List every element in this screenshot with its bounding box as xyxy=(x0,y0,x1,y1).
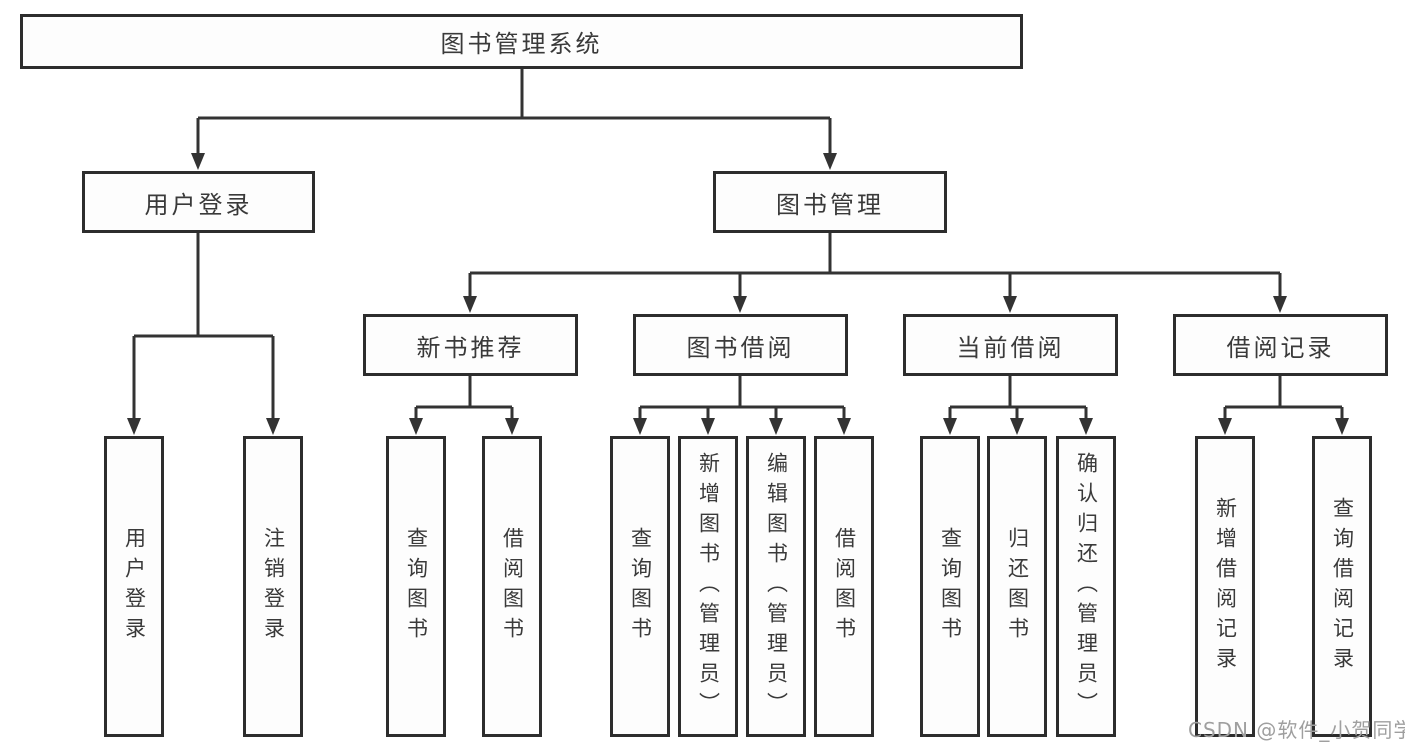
node-borrow-records-label: 借阅记录 xyxy=(1226,333,1335,362)
node-user-login-label: 用户登录 xyxy=(144,190,253,219)
node-leaf-borrow-books-2-label: 借阅图书 xyxy=(832,526,857,647)
node-leaf-query-books-1-label: 查询图书 xyxy=(404,526,429,647)
node-root: 图书管理系统 xyxy=(20,14,1023,69)
node-leaf-query-books-2-label: 查询图书 xyxy=(628,526,653,647)
csdn-watermark: CSDN @软件_小贺同学 xyxy=(1188,718,1405,742)
node-book-borrow: 图书借阅 xyxy=(633,314,848,376)
node-leaf-query-books-1: 查询图书 xyxy=(386,436,446,737)
node-leaf-user-login-label: 用户登录 xyxy=(122,526,147,647)
node-leaf-confirm-return-label: 确认归还（管理员） xyxy=(1074,451,1099,722)
node-leaf-user-login: 用户登录 xyxy=(104,436,164,737)
node-leaf-edit-books: 编辑图书（管理员） xyxy=(746,436,806,737)
node-leaf-edit-books-label: 编辑图书（管理员） xyxy=(764,451,789,722)
node-leaf-return-books-label: 归还图书 xyxy=(1005,526,1030,647)
arrowheads xyxy=(127,153,1349,435)
node-leaf-query-books-3-label: 查询图书 xyxy=(938,526,963,647)
node-current-borrow: 当前借阅 xyxy=(903,314,1118,376)
node-leaf-borrow-books-1-label: 借阅图书 xyxy=(500,526,525,647)
node-book-management: 图书管理 xyxy=(713,171,947,233)
node-user-login: 用户登录 xyxy=(82,171,315,233)
node-leaf-add-borrow-record: 新增借阅记录 xyxy=(1195,436,1255,737)
node-book-borrow-label: 图书借阅 xyxy=(686,333,795,362)
node-leaf-confirm-return: 确认归还（管理员） xyxy=(1056,436,1116,737)
node-leaf-return-books: 归还图书 xyxy=(987,436,1047,737)
node-leaf-logout-label: 注销登录 xyxy=(261,526,286,647)
node-leaf-query-books-2: 查询图书 xyxy=(610,436,670,737)
node-leaf-borrow-books-2: 借阅图书 xyxy=(814,436,874,737)
node-leaf-add-borrow-record-label: 新增借阅记录 xyxy=(1213,496,1238,677)
node-leaf-logout: 注销登录 xyxy=(243,436,303,737)
node-leaf-add-books-label: 新增图书（管理员） xyxy=(696,451,721,722)
node-leaf-query-books-3: 查询图书 xyxy=(920,436,980,737)
node-leaf-borrow-books-1: 借阅图书 xyxy=(482,436,542,737)
node-leaf-add-books: 新增图书（管理员） xyxy=(678,436,738,737)
node-borrow-records: 借阅记录 xyxy=(1173,314,1388,376)
node-new-book-recommend-label: 新书推荐 xyxy=(416,333,525,362)
node-book-management-label: 图书管理 xyxy=(776,190,884,219)
node-root-label: 图书管理系统 xyxy=(440,30,603,58)
node-leaf-query-borrow-record-label: 查询借阅记录 xyxy=(1330,496,1355,677)
node-leaf-query-borrow-record: 查询借阅记录 xyxy=(1312,436,1372,737)
node-current-borrow-label: 当前借阅 xyxy=(956,333,1065,362)
node-new-book-recommend: 新书推荐 xyxy=(363,314,578,376)
